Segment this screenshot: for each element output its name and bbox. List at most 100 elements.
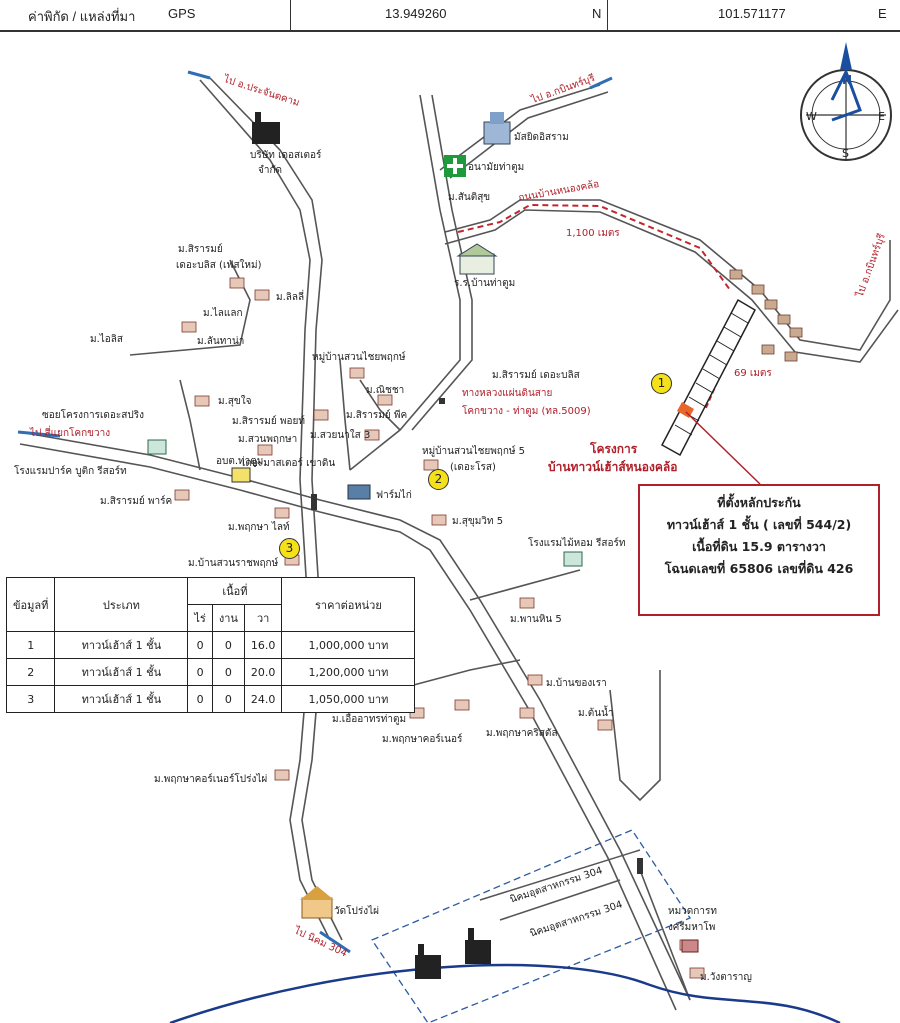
header-type: ประเภท bbox=[54, 577, 189, 632]
label-resort-boutique: โรงแรมปาร์ค บูติก รีสอร์ท bbox=[14, 466, 127, 477]
road bbox=[179, 379, 201, 471]
header-rai: ไร่ bbox=[187, 604, 213, 632]
label-lilly: ม.ลิลลี่ bbox=[276, 292, 305, 303]
header-wa: วา bbox=[243, 604, 283, 632]
school-icon bbox=[456, 243, 498, 275]
label-suanrat: ม.บ้านสวนราชพฤกษ์ bbox=[188, 558, 279, 569]
industrial-zone bbox=[371, 829, 691, 1023]
label-sawainai: ม.สวยนาใส 3 bbox=[310, 430, 371, 441]
road bbox=[199, 79, 331, 941]
label-police: งศรีมหาโพ bbox=[668, 922, 716, 933]
label-farm: ฟาร์มไก่ bbox=[376, 490, 412, 501]
label-santisuk: ม.สันติสุข bbox=[448, 192, 491, 203]
label-sirarom-bliss: ม.สิรารมย์ เดอะบลิส bbox=[492, 370, 580, 381]
cell-ngan: 0 bbox=[211, 631, 245, 659]
marker-3: 3 bbox=[279, 538, 300, 559]
header-divider bbox=[607, 0, 608, 30]
label-sirarom-point: ม.สิรารมย์ พอยท์ bbox=[232, 416, 305, 427]
road bbox=[639, 869, 691, 1001]
road bbox=[449, 91, 609, 179]
comparison-table: ข้อมูลที่ ประเภท เนื้อที่ ราคาต่อหน่วย ไ… bbox=[5, 577, 416, 713]
info-line-1: ทาวน์เฮ้าส์ 1 ชั้น ( เลขที่ 544/2) bbox=[666, 517, 852, 532]
road bbox=[499, 879, 621, 921]
label-pruksa-crystal: ม.พฤกษาคริสตัล bbox=[486, 728, 558, 739]
longitude-value: 101.571177 bbox=[718, 6, 786, 21]
cell-wa: 20.0 bbox=[243, 658, 283, 686]
cell-type: ทาวน์เฮ้าส์ 1 ชั้น bbox=[54, 685, 189, 713]
road bbox=[609, 670, 661, 802]
label-sirarom-new: เดอะบลิส (เฟสใหม่) bbox=[176, 260, 262, 271]
cell-ngan: 0 bbox=[211, 658, 245, 686]
road bbox=[479, 849, 641, 901]
info-title: ที่ตั้งหลักประกัน bbox=[717, 495, 801, 510]
farm-icon bbox=[347, 484, 371, 500]
collateral-info-box: ที่ตั้งหลักประกัน ทาวน์เฮ้าส์ 1 ชั้น ( เ… bbox=[638, 484, 880, 616]
marker-2: 2 bbox=[428, 469, 449, 490]
label-soi-project: ซอยโครงการเดอะสปริง bbox=[42, 410, 145, 421]
label-pruksa-prongphai: ม.พฤกษาคอร์เนอร์โปร่งไผ่ bbox=[154, 774, 268, 785]
table-row: 1 ทาวน์เฮ้าส์ 1 ชั้น 0 0 16.0 1,000,000 … bbox=[5, 631, 416, 659]
temple-icon bbox=[300, 886, 334, 919]
compass-east: E bbox=[878, 110, 885, 123]
direction-arrow bbox=[319, 930, 351, 954]
cell-price: 1,050,000 บาท bbox=[281, 685, 416, 713]
table-row: 3 ทาวน์เฮ้าส์ 1 ชั้น 0 0 24.0 1,050,000 … bbox=[5, 685, 416, 713]
traffic-light-icon bbox=[311, 398, 643, 874]
label-factory: จำกัด bbox=[258, 165, 283, 176]
label-the-master: เดอะมาสเตอร์ เขาดิน bbox=[242, 458, 336, 469]
compass-south: S bbox=[842, 147, 849, 160]
road-network bbox=[19, 77, 899, 1011]
road bbox=[444, 209, 899, 363]
compass-icon bbox=[800, 42, 892, 161]
signature-stroke bbox=[169, 963, 841, 1023]
label-distance-1100: 1,100 เมตร bbox=[566, 228, 620, 239]
route-to-project bbox=[457, 203, 731, 291]
header-price: ราคาต่อหน่วย bbox=[281, 577, 416, 632]
cell-rai: 0 bbox=[187, 685, 213, 713]
direction-arrows bbox=[17, 70, 613, 954]
cell-no: 2 bbox=[5, 658, 56, 686]
label-wangtaran: ม.วังตาราญ bbox=[700, 972, 752, 983]
label-pruksa-light: ม.พฤกษา ไลท์ bbox=[228, 522, 290, 533]
label-highway: ทางหลวงแผ่นดินสาย bbox=[462, 388, 553, 399]
coord-source: GPS bbox=[168, 6, 196, 21]
road bbox=[339, 359, 351, 471]
cell-type: ทาวน์เฮ้าส์ 1 ชั้น bbox=[54, 631, 189, 659]
label-bankhongrao: ม.บ้านของเรา bbox=[546, 678, 607, 689]
label-suanchai-village: หมู่บ้านสวนไชยพฤกษ์ bbox=[312, 352, 406, 363]
coordinate-header: ค่าพิกัด / แหล่งที่มา GPS 13.949260 N 10… bbox=[0, 0, 900, 32]
label-pruksa-corner: ม.พฤกษาคอร์เนอร์ bbox=[382, 734, 463, 745]
header-ngan: งาน bbox=[211, 604, 245, 632]
table-row: 2 ทาวน์เฮ้าส์ 1 ชั้น 0 0 20.0 1,200,000 … bbox=[5, 658, 416, 686]
label-mosque: มัสยิดอิสราม bbox=[514, 132, 569, 143]
label-suanchai5-rose: (เดอะโรส) bbox=[450, 462, 496, 473]
label-school: ร.ร.บ้านท่าตูม bbox=[454, 278, 516, 289]
label-suanchai5: หมู่บ้านสวนไชยพฤกษ์ 5 bbox=[422, 446, 526, 457]
label-panhin: ม.พานหิน 5 bbox=[510, 614, 562, 625]
road bbox=[19, 431, 691, 1001]
cell-wa: 16.0 bbox=[243, 631, 283, 659]
label-supachai: ม.สุขใจ bbox=[218, 396, 252, 407]
latitude-suffix: N bbox=[592, 6, 602, 21]
label-tanthana: ม.ลันทาน่า bbox=[197, 336, 245, 347]
label-highway-route: โคกขวาง - ท่าตูม (ทล.5009) bbox=[462, 406, 591, 417]
header-no: ข้อมูลที่ bbox=[5, 577, 56, 632]
label-project: โครงการ bbox=[590, 442, 638, 456]
road bbox=[359, 379, 401, 431]
label-chaiyapruek: ม.ณิชชา bbox=[366, 385, 405, 396]
longitude-suffix: E bbox=[878, 6, 887, 21]
label-factory: บริษัท เดอสเตอร์ bbox=[250, 150, 322, 161]
road bbox=[439, 84, 601, 171]
direction-arrow bbox=[187, 70, 211, 80]
label-tambon: อบต.ท่าตูม bbox=[216, 456, 264, 467]
compass-north: N bbox=[842, 73, 853, 87]
label-wat: วัดโปร่งไผ่ bbox=[334, 906, 379, 917]
label-sirarom-new: ม.สิรารมย์ bbox=[178, 244, 223, 255]
label-lilac: ม.ไลแลก bbox=[203, 308, 243, 319]
label-suanpruek: ม.สวนพฤกษา bbox=[238, 434, 298, 445]
cell-price: 1,200,000 บาท bbox=[281, 658, 416, 686]
mosque-icon bbox=[483, 112, 511, 145]
direction-arrow bbox=[17, 430, 61, 438]
coord-label: ค่าพิกัด / แหล่งที่มา bbox=[28, 9, 136, 24]
callout-line bbox=[685, 411, 761, 485]
